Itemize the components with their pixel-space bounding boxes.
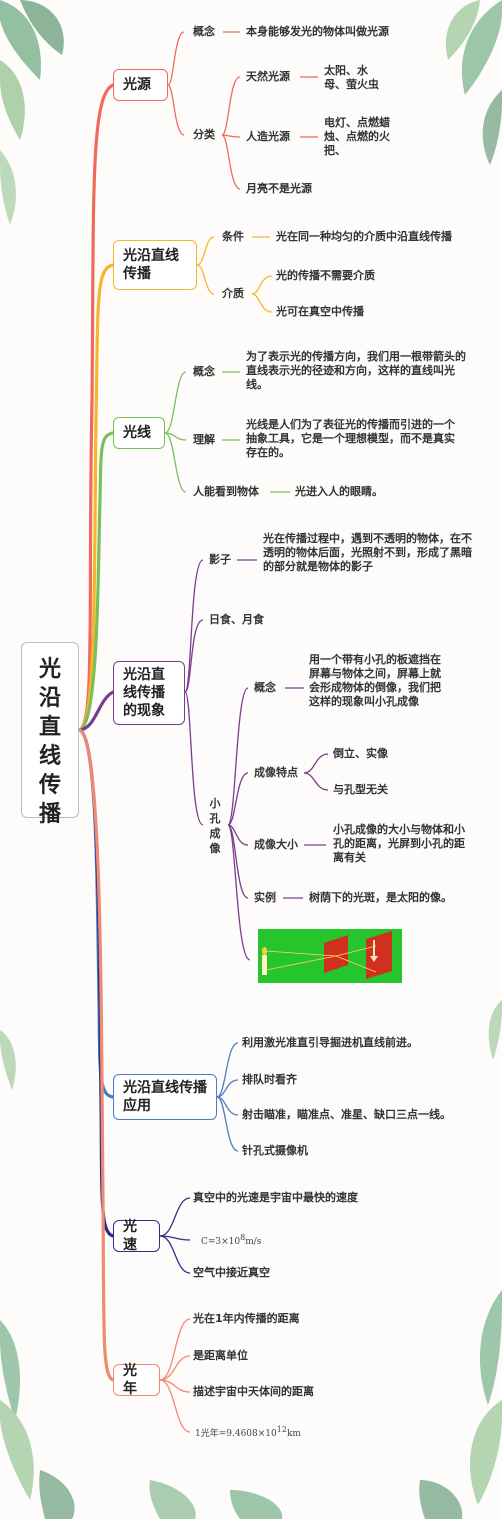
- natural-source-text: 太阳、水母、萤火虫: [324, 64, 379, 91]
- light-speed-formula: C=3×108m/s: [201, 1233, 262, 1247]
- guangyuan-class-label: 分类: [193, 128, 215, 141]
- guangnian-connectors: [159, 1318, 191, 1433]
- pinhole-char: 孔: [209, 812, 221, 825]
- yingyong-connectors: [216, 1042, 239, 1152]
- pinhole-label: 小 孔 成 像: [207, 796, 223, 856]
- light-year-item: 是距离单位: [193, 1349, 248, 1362]
- pinhole-board: [324, 935, 348, 973]
- light-year-item: 光在1年内传播的距离: [193, 1312, 300, 1325]
- pinhole-feature-item: 与孔型无关: [333, 783, 388, 796]
- leaf-decoration: [0, 1000, 502, 1090]
- light-ray: [335, 955, 377, 973]
- understand-text: 光线是人们为了表征光的传播而引进的一个抽象工具，它是一个理想模型，而不是真实存在…: [246, 418, 455, 459]
- root-char: 播: [38, 802, 61, 827]
- medium-item: 光的传播不需要介质: [276, 269, 375, 282]
- application-item: 排队时看齐: [242, 1073, 297, 1086]
- arrow-head-icon: [370, 956, 378, 962]
- pinhole-size-text: 小孔成像的大小与物体和小孔的距离，光屏到小孔的距离有关: [333, 823, 465, 864]
- see-object-label: 人能看到物体: [193, 485, 259, 498]
- guangyuan-concept-label: 概念: [193, 25, 215, 38]
- light-ray: [265, 955, 337, 971]
- topic-yingyong: 光沿直线传播应用: [113, 1074, 217, 1120]
- speed-item: 空气中接近真空: [193, 1266, 270, 1279]
- pinhole-example-text: 树荫下的光斑，是太阳的像。: [309, 891, 452, 904]
- topic-zhixian: 光沿直线传播: [113, 240, 197, 290]
- guangsu-connectors: [159, 1197, 191, 1274]
- screen-board: [366, 931, 392, 979]
- pinhole-example-label: 实例: [254, 891, 276, 904]
- xianxiang-connectors: [184, 559, 329, 961]
- topic-title: 光线: [123, 425, 151, 441]
- application-item: 射击瞄准，瞄准点、准星、缺口三点一线。: [242, 1108, 451, 1121]
- root-char: 光: [38, 657, 61, 682]
- root-char: 传: [38, 773, 61, 798]
- leaf-decoration: [0, 1320, 283, 1519]
- guangyuan-concept-text: 本身能够发光的物体叫做光源: [246, 25, 389, 38]
- pinhole-char: 像: [209, 842, 221, 855]
- artificial-source-text: 电灯、点燃蜡烛、点燃的火把、: [324, 116, 390, 157]
- light-year-formula: 1光年=9.4608×1012km: [195, 1425, 301, 1439]
- topic-guangxian: 光线: [113, 417, 165, 449]
- topic-xianxiang: 光沿直线传播的现象: [113, 661, 185, 725]
- moon-not-source: 月亮不是光源: [246, 182, 312, 195]
- light-ray: [265, 950, 337, 957]
- condition-text: 光在同一种均匀的介质中沿直线传播: [276, 230, 452, 243]
- eclipse-item: 日食、月食: [209, 613, 264, 626]
- medium-item: 光可在真空中传播: [276, 305, 364, 318]
- condition-label: 条件: [222, 230, 244, 243]
- guangyuan-connectors: [167, 31, 318, 190]
- root-char: 线: [38, 744, 61, 769]
- see-object-text: 光进入人的眼睛。: [295, 485, 383, 498]
- topic-guangnian: 光年: [113, 1363, 160, 1397]
- natural-source-label: 天然光源: [246, 70, 290, 83]
- flame-icon: [262, 947, 267, 955]
- leaf-decoration: [0, 0, 64, 225]
- understand-label: 理解: [193, 433, 215, 446]
- root-char: 直: [38, 715, 61, 740]
- pinhole-char: 小: [209, 797, 221, 810]
- topic-title: 光速: [123, 1219, 137, 1253]
- light-year-item: 描述宇宙中天体间的距离: [193, 1385, 314, 1398]
- topic-title: 光沿直线传播应用: [123, 1080, 207, 1114]
- guangxian-connectors: [164, 371, 290, 493]
- pinhole-char: 成: [209, 827, 221, 840]
- artificial-source-label: 人造光源: [246, 130, 290, 143]
- shadow-text: 光在传播过程中，遇到不透明的物体，在不透明的物体后面，光照射不到，形成了黑暗的部…: [263, 532, 472, 573]
- pinhole-experiment-picture: [258, 929, 402, 983]
- topic-title: 光沿直线传播的现象: [123, 667, 165, 719]
- topic-title: 光沿直线传播: [123, 248, 179, 282]
- guangxian-concept-text: 为了表示光的传播方向，我们用一根带箭头的直线表示光的径迹和方向，这样的直线叫光线…: [246, 350, 466, 391]
- root-topic: 光 沿 直 线 传 播: [21, 642, 79, 827]
- root-char: 沿: [38, 686, 61, 711]
- pinhole-feature-label: 成像特点: [254, 766, 298, 779]
- pinhole-concept-label: 概念: [254, 681, 276, 694]
- root-branches: [78, 83, 115, 1382]
- application-item: 利用激光准直引导掘进机直线前进。: [242, 1036, 418, 1049]
- topic-guangsu: 光速: [113, 1219, 160, 1253]
- topic-guangyuan: 光源: [113, 69, 168, 101]
- topic-title: 光年: [123, 1363, 137, 1397]
- topic-title: 光源: [123, 77, 151, 93]
- medium-label: 介质: [222, 287, 244, 300]
- zhixian-connectors: [196, 236, 273, 313]
- candle-icon: [262, 955, 267, 975]
- pinhole-size-label: 成像大小: [254, 838, 298, 851]
- pinhole-feature-item: 倒立、实像: [333, 747, 388, 760]
- guangxian-concept-label: 概念: [193, 365, 215, 378]
- light-ray: [335, 945, 377, 957]
- leaf-decoration: [445, 0, 502, 165]
- pinhole-concept-text: 用一个带有小孔的板遮挡在屏幕与物体之间，屏幕上就会形成物体的倒像，我们把这样的现…: [309, 653, 441, 708]
- speed-item: 真空中的光速是宇宙中最快的速度: [193, 1191, 358, 1204]
- leaf-decoration: [419, 1290, 502, 1519]
- shadow-label: 影子: [209, 553, 231, 566]
- application-item: 针孔式摄像机: [242, 1144, 308, 1157]
